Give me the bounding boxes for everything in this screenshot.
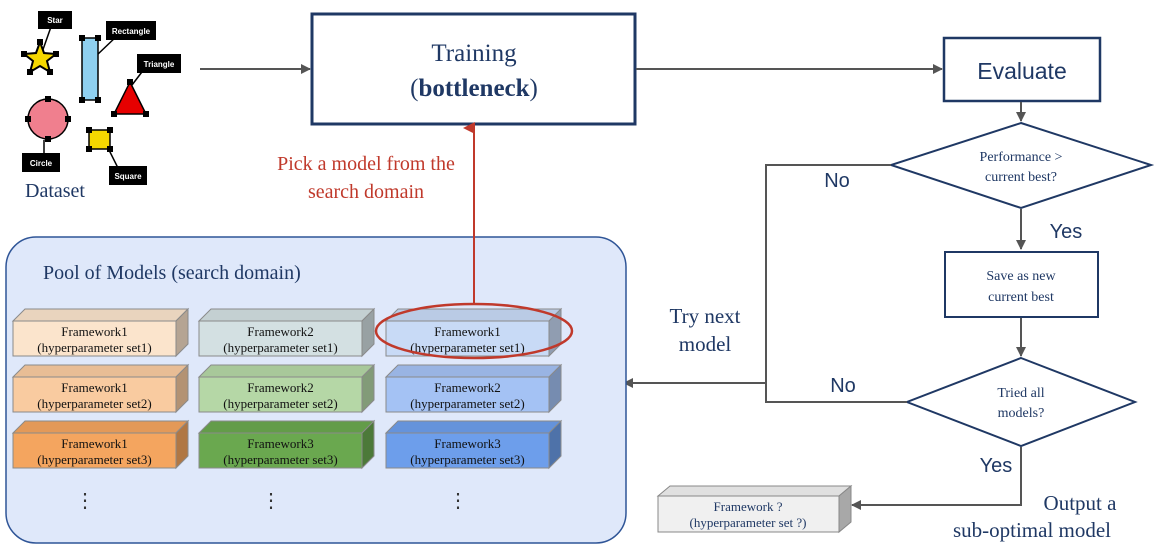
- yes1-label: Yes: [1050, 221, 1083, 243]
- model-box: Framework2(hyperparameter set2): [384, 363, 563, 414]
- model-box-hyperparameters: (hyperparameter set3): [410, 452, 524, 467]
- decision2-line2: models?: [998, 406, 1045, 421]
- pool-boxes: Framework1(hyperparameter set1)Framework…: [11, 307, 563, 512]
- decision-tried-all: Tried all models?: [904, 356, 1138, 448]
- pool-column-ellipsis: ⋮: [75, 490, 95, 512]
- pick-model-line2: search domain: [308, 181, 424, 203]
- decision2-line1: Tried all: [997, 386, 1044, 401]
- training-title: Training: [431, 40, 517, 67]
- try-next-line1: Try next: [670, 304, 741, 328]
- model-box-framework: Framework2: [247, 380, 313, 395]
- square-label: Square: [114, 172, 142, 181]
- model-pool: Pool of Models (search domain) Framework…: [5, 236, 627, 544]
- decision1-line1: Performance >: [980, 150, 1063, 165]
- no2-label: No: [830, 375, 856, 397]
- no1-label: No: [824, 170, 850, 192]
- pool-column-ellipsis: ⋮: [448, 490, 468, 512]
- result-line2: (hyperparameter set ?): [690, 515, 807, 530]
- decision1-line2: current best?: [985, 170, 1057, 185]
- model-box: Framework2(hyperparameter set1): [197, 307, 376, 358]
- model-box-hyperparameters: (hyperparameter set2): [223, 396, 337, 411]
- yes2-label: Yes: [980, 455, 1013, 477]
- model-box-framework: Framework1: [61, 380, 127, 395]
- training-node: Training (bottleneck): [310, 12, 637, 126]
- model-box-framework: Framework1: [61, 324, 127, 339]
- triangle-shape: Triangle: [111, 54, 181, 117]
- triangle-label: Triangle: [144, 60, 175, 69]
- star-label: Star: [47, 16, 63, 25]
- evaluate-node: Evaluate: [942, 36, 1102, 103]
- model-box-hyperparameters: (hyperparameter set1): [410, 340, 524, 355]
- result-model-box: Framework ? (hyperparameter set ?): [656, 484, 853, 534]
- model-box: Framework1(hyperparameter set3): [11, 419, 190, 470]
- model-box: Framework1(hyperparameter set1): [11, 307, 190, 358]
- try-next-line2: model: [679, 332, 732, 356]
- path-yes2: [851, 447, 1022, 510]
- model-box-framework: Framework2: [434, 380, 500, 395]
- save-node: Save as new current best: [944, 251, 1099, 318]
- model-box-framework: Framework2: [247, 324, 313, 339]
- rectangle-shape: Rectangle: [79, 21, 156, 103]
- save-line2: current best: [988, 290, 1054, 305]
- output-line2: sub-optimal model: [953, 518, 1111, 542]
- pool-title: Pool of Models (search domain): [43, 262, 301, 284]
- model-box-framework: Framework1: [61, 436, 127, 451]
- model-box-hyperparameters: (hyperparameter set1): [37, 340, 151, 355]
- decision-performance: Performance > current best?: [887, 121, 1155, 210]
- evaluate-label: Evaluate: [977, 58, 1067, 84]
- model-box-framework: Framework1: [434, 324, 500, 339]
- model-box: Framework3(hyperparameter set3): [384, 419, 563, 470]
- training-subtitle: (bottleneck): [410, 75, 538, 102]
- circle-label: Circle: [30, 159, 53, 168]
- star-shape: Star: [21, 11, 72, 75]
- model-box-hyperparameters: (hyperparameter set1): [223, 340, 337, 355]
- model-box-framework: Framework3: [247, 436, 313, 451]
- pick-model-line1: Pick a model from the: [277, 153, 455, 175]
- path-no2: [765, 383, 907, 403]
- model-box: Framework1(hyperparameter set2): [11, 363, 190, 414]
- save-line1: Save as new: [986, 269, 1056, 284]
- square-shape: Square: [86, 127, 147, 185]
- model-box: Framework3(hyperparameter set3): [197, 419, 376, 470]
- output-line1: Output a: [1044, 491, 1118, 515]
- model-box: Framework1(hyperparameter set1): [384, 307, 563, 358]
- dataset-illustration: Star Rectangle Triangle: [21, 11, 181, 202]
- model-box-hyperparameters: (hyperparameter set3): [223, 452, 337, 467]
- result-line1: Framework ?: [714, 499, 783, 514]
- selected-model-highlight: [374, 302, 574, 360]
- pool-column-ellipsis: ⋮: [261, 490, 281, 512]
- circle-shape: Circle: [22, 96, 71, 172]
- path-no1: [765, 164, 891, 383]
- model-box: Framework2(hyperparameter set2): [197, 363, 376, 414]
- dataset-label: Dataset: [25, 180, 85, 202]
- model-box-hyperparameters: (hyperparameter set2): [410, 396, 524, 411]
- model-box-hyperparameters: (hyperparameter set3): [37, 452, 151, 467]
- rectangle-label: Rectangle: [112, 27, 151, 36]
- model-box-framework: Framework3: [434, 436, 500, 451]
- model-box-hyperparameters: (hyperparameter set2): [37, 396, 151, 411]
